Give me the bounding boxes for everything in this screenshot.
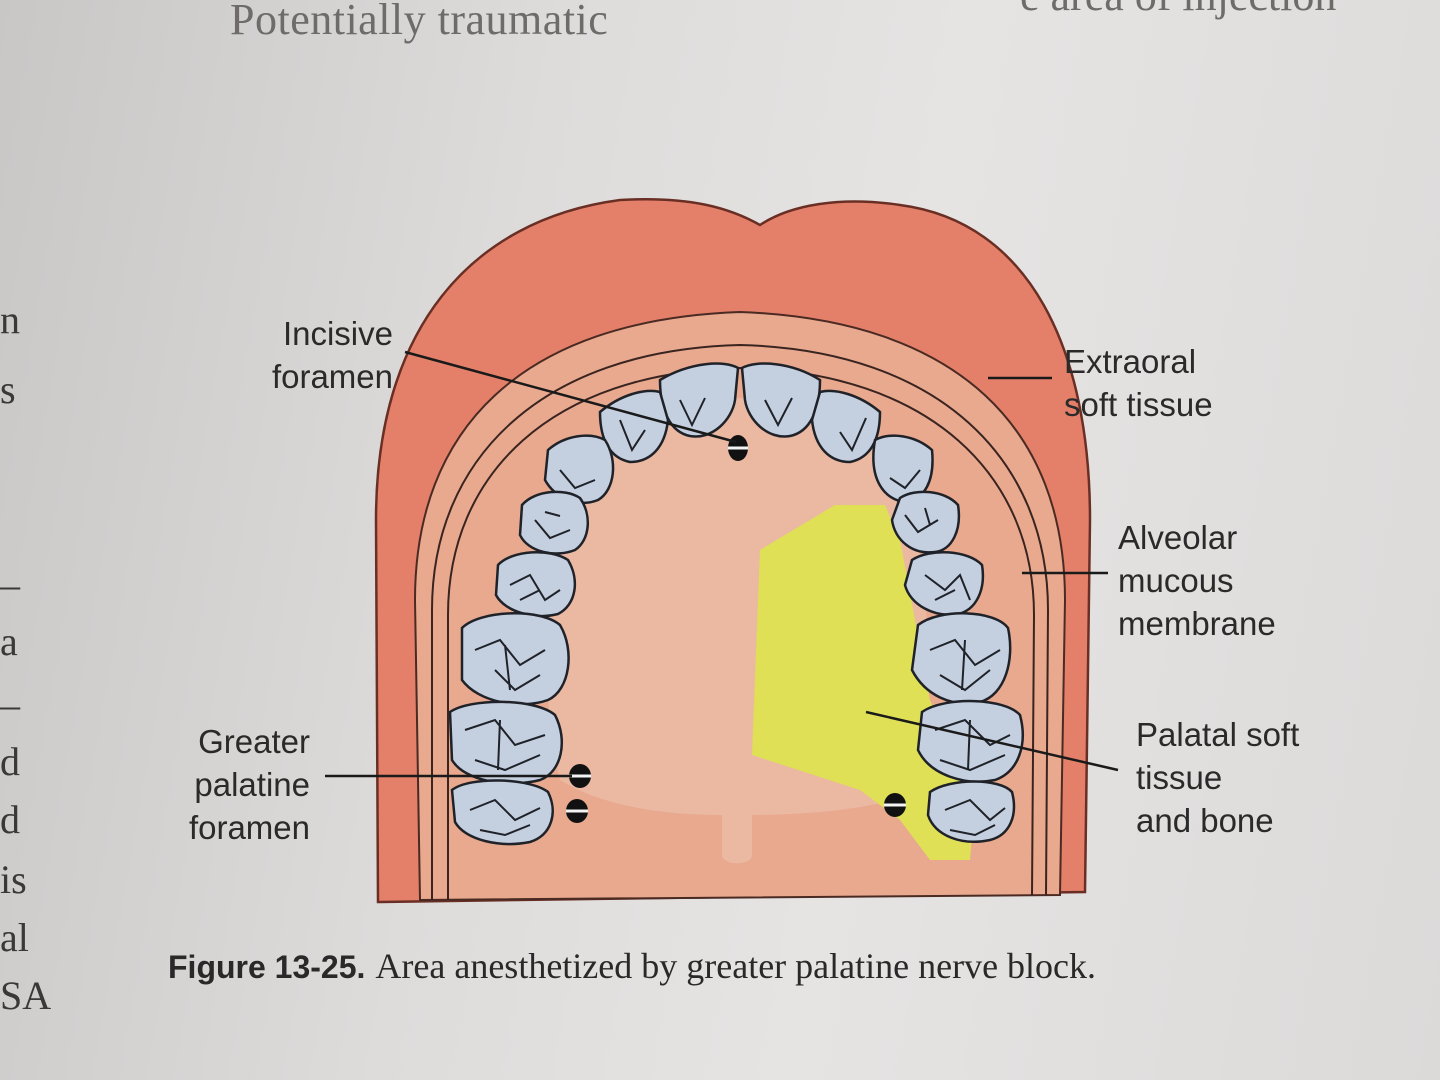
tooth [810,389,882,464]
figure-caption: Figure 13-25.Area anesthetized by greate… [168,945,1368,987]
leader-palatal-soft-tissue [865,710,1119,772]
margin-fragment: – [0,682,20,727]
figure-caption-text: Area anesthetized by greater palatine ne… [375,946,1097,986]
label-extraoral-soft-tissue: Extraoral soft tissue [1064,343,1213,423]
margin-fragment: a [0,619,18,664]
leader-lines [325,350,1119,778]
teeth-group [448,362,1024,846]
tooth [518,490,589,555]
tooth [890,490,961,554]
margin-fragment: d [0,739,20,784]
margin-fragment: is [0,857,27,902]
previous-page-text-right: e area of injection [1020,0,1336,21]
label-greater-palatine-foramen: Greater palatine foramen [188,723,310,846]
previous-page-text: Potentially traumatic [230,0,609,44]
tooth [872,434,934,504]
figure-number: Figure 13-25. [168,949,366,985]
greater-palatine-foramen-marker-right [884,793,906,817]
greater-palatine-foramen-marker-left [566,764,591,823]
margin-fragment: d [0,797,20,842]
margin-fragment: SA [0,973,52,1018]
tooth [450,779,554,846]
tooth [910,612,1012,705]
margin-fragment: al [0,915,29,960]
tooth [448,700,563,785]
leader-incisive-foramen [404,350,737,444]
margin-fragment: – [0,562,20,607]
gingiva-line-inner [447,366,1036,900]
tooth [903,550,985,616]
label-incisive-foramen: Incisive foramen [271,315,393,395]
label-alveolar-mucous-membrane: Alveolar mucous membrane [1118,519,1276,642]
gingiva-line-outer [431,343,1050,900]
incisive-foramen-marker [728,435,748,461]
margin-fragment: s [0,367,16,412]
tooth-detail-lines [464,397,1011,837]
anesthetized-area [752,505,975,860]
label-palatal-soft-tissue: Palatal soft tissue and bone [1136,716,1300,839]
margin-fragment: n [0,297,20,342]
